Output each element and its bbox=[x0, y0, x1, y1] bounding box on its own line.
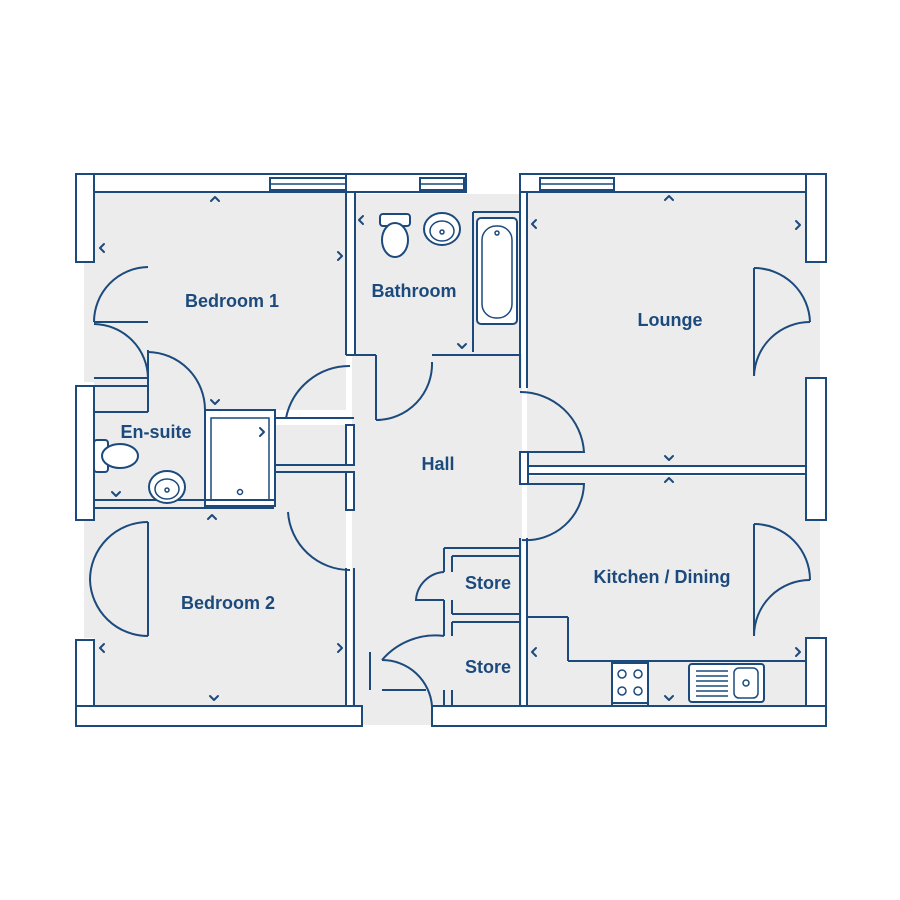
internal-walls bbox=[94, 192, 806, 706]
kitchen-sink-icon bbox=[688, 663, 765, 703]
floor-corridor-left bbox=[84, 262, 96, 382]
floor-store-upper bbox=[450, 553, 520, 613]
wall-bottom-right bbox=[431, 705, 827, 727]
chevron-left-icon bbox=[531, 647, 537, 657]
chevron-up-icon bbox=[207, 514, 217, 520]
bath-icon bbox=[476, 217, 518, 325]
label-bedroom-1: Bedroom 1 bbox=[185, 291, 279, 311]
wall-stub-upper bbox=[345, 424, 355, 466]
label-bathroom: Bathroom bbox=[372, 281, 457, 301]
chevron-right-icon bbox=[358, 215, 364, 225]
chevron-left-icon bbox=[99, 643, 105, 653]
chevron-down-icon bbox=[664, 695, 674, 701]
windows bbox=[269, 177, 615, 191]
label-hall: Hall bbox=[421, 454, 454, 474]
fixtures bbox=[93, 212, 765, 704]
chevron-up-icon bbox=[664, 195, 674, 201]
ensuite-toilet-icon bbox=[93, 439, 139, 473]
floor-hall-link bbox=[274, 425, 354, 510]
chevron-right-icon bbox=[795, 647, 801, 657]
chevron-right-icon bbox=[337, 251, 343, 261]
wall-bottom-left bbox=[75, 705, 363, 727]
toilet-icon bbox=[379, 213, 411, 258]
shower-enclosure bbox=[204, 409, 276, 507]
chevron-down-icon bbox=[111, 491, 121, 497]
chevron-right-icon bbox=[795, 220, 801, 230]
wall-left-middle bbox=[75, 385, 95, 521]
chevron-right-icon bbox=[337, 643, 343, 653]
wall-right-upper bbox=[805, 173, 827, 263]
ensuite-basin-icon bbox=[148, 470, 186, 504]
chevron-down-icon bbox=[209, 695, 219, 701]
label-bedroom-2: Bedroom 2 bbox=[181, 593, 275, 613]
floor-corridor-right bbox=[806, 262, 820, 378]
floor-store-lower bbox=[450, 622, 520, 706]
floor-bedroom-2 bbox=[94, 508, 346, 706]
label-store-lower: Store bbox=[465, 657, 511, 677]
shower-tray-icon bbox=[210, 417, 270, 501]
label-lounge: Lounge bbox=[638, 310, 703, 330]
chevron-left-icon bbox=[531, 219, 537, 229]
room-labels: Bedroom 1 Bathroom Lounge En-suite Hall … bbox=[120, 281, 730, 677]
chevron-down-icon bbox=[210, 399, 220, 405]
doors bbox=[89, 266, 811, 707]
floor-bedroom-1 bbox=[94, 192, 346, 410]
label-store-upper: Store bbox=[465, 573, 511, 593]
hob-icon bbox=[611, 662, 649, 704]
basin-icon bbox=[423, 212, 461, 246]
floor-corridor-right-2 bbox=[806, 520, 820, 638]
chevron-up-icon bbox=[210, 196, 220, 202]
lounge-wall-stub bbox=[519, 451, 529, 485]
chevron-left-icon bbox=[99, 243, 105, 253]
label-kitchen-dining: Kitchen / Dining bbox=[594, 567, 731, 587]
dimension-markers bbox=[99, 195, 801, 701]
chevron-down-icon bbox=[457, 343, 467, 349]
wall-left-upper bbox=[75, 173, 95, 263]
chevron-up-icon bbox=[664, 477, 674, 483]
wall-right-middle bbox=[805, 377, 827, 521]
floor-entrance bbox=[362, 705, 432, 725]
chevron-down-icon bbox=[664, 455, 674, 461]
label-ensuite: En-suite bbox=[120, 422, 191, 442]
chevron-right-icon bbox=[259, 427, 265, 437]
wall-stub-lower bbox=[345, 471, 355, 511]
